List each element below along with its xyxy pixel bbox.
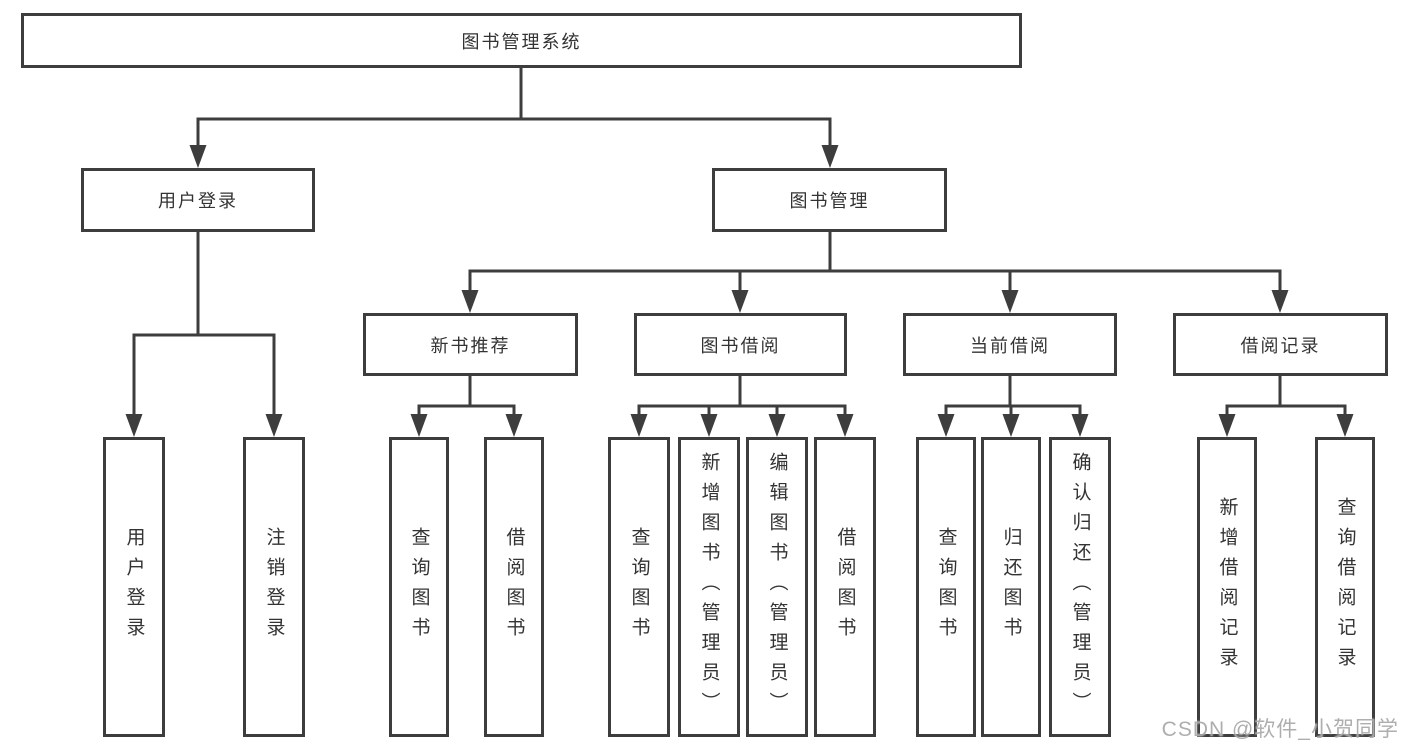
connector-current-borrow-branch [944,376,1082,418]
node-borrow-records-label: 借阅记录 [1240,335,1321,356]
leaf-borrow-books-1-label: 借阅图书 [503,527,525,647]
leaf-query-borrow-record: 查询借阅记录 [1315,437,1375,737]
leaf-add-books-admin: 新增图书（管理员） [678,437,740,737]
leaf-edit-books-admin-label: 编辑图书（管理员） [766,452,788,722]
leaf-query-borrow-record-label: 查询借阅记录 [1334,497,1356,677]
leaf-query-books-1-label: 查询图书 [408,527,430,647]
node-book-borrow-label: 图书借阅 [700,335,781,356]
leaf-borrow-books-2: 借阅图书 [814,437,876,737]
node-root: 图书管理系统 [21,13,1022,68]
node-borrow-records: 借阅记录 [1173,313,1388,376]
csdn-watermark: CSDN @软件_小贺同学 [1161,718,1399,741]
connector-book-borrow-branch [637,376,847,418]
leaf-logout: 注销登录 [243,437,305,737]
node-book-mgmt-label: 图书管理 [789,191,870,211]
node-book-mgmt: 图书管理 [712,168,947,232]
node-current-borrow-label: 当前借阅 [970,335,1050,356]
connector-borrow-records-branch [1225,376,1347,418]
leaf-query-books-1: 查询图书 [389,437,449,737]
leaf-user-login: 用户登录 [103,437,165,737]
leaf-edit-books-admin: 编辑图书（管理员） [746,437,808,737]
node-new-book-rec-label: 新书推荐 [430,335,511,356]
node-current-borrow: 当前借阅 [903,313,1117,376]
node-book-borrow: 图书借阅 [634,313,847,376]
leaf-query-books-2: 查询图书 [608,437,670,737]
leaf-add-borrow-record-label: 新增借阅记录 [1216,497,1238,677]
node-new-book-rec: 新书推荐 [363,313,578,376]
leaf-return-books: 归还图书 [981,437,1041,737]
connector-new-book-rec-branch [417,376,516,418]
leaf-confirm-return-admin: 确认归还（管理员） [1049,437,1111,737]
leaf-add-books-admin-label: 新增图书（管理员） [698,452,720,722]
node-user-login-label: 用户登录 [158,191,238,211]
leaf-confirm-return-admin-label: 确认归还（管理员） [1069,452,1091,722]
connector-book-mgmt-branch [468,232,1282,295]
node-user-login: 用户登录 [81,168,315,232]
connector-root-branch [196,67,832,150]
leaf-return-books-label: 归还图书 [1000,527,1022,647]
leaf-logout-label: 注销登录 [263,527,285,647]
connector-user-login-branch [132,232,276,418]
node-root-label: 图书管理系统 [461,31,582,52]
leaf-borrow-books-1: 借阅图书 [484,437,544,737]
leaf-query-books-3: 查询图书 [916,437,976,737]
leaf-add-borrow-record: 新增借阅记录 [1197,437,1257,737]
leaf-query-books-2-label: 查询图书 [628,527,650,647]
leaf-query-books-3-label: 查询图书 [935,527,957,647]
leaf-user-login-label: 用户登录 [123,527,145,647]
arrowheads [125,145,1354,437]
leaf-borrow-books-2-label: 借阅图书 [834,527,856,647]
